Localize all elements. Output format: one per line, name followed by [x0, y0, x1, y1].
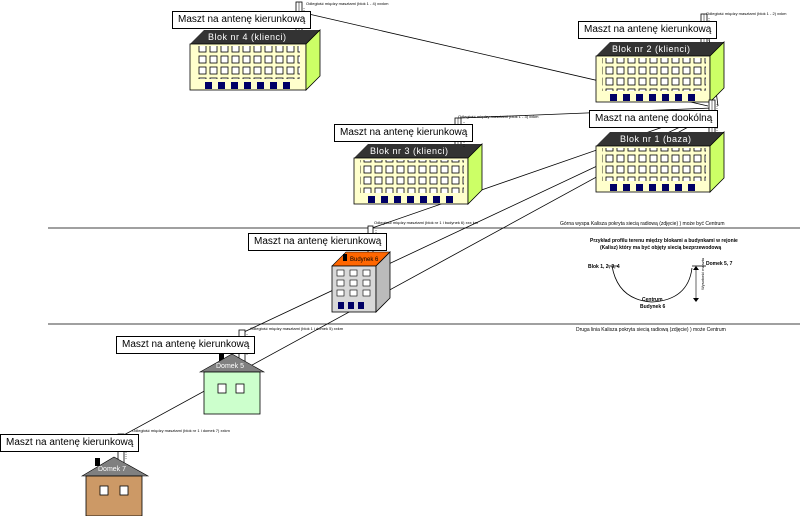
block-4	[189, 1, 321, 91]
house-7	[80, 433, 150, 516]
block-3	[353, 117, 483, 205]
profile-height-label: Wysokość masztu	[700, 257, 705, 290]
building-6	[331, 225, 391, 313]
block-1	[595, 99, 725, 193]
mast-label-house-5: Maszt na antenę kierunkową	[116, 336, 256, 354]
profile-bottom-label: Budynek 6	[640, 304, 666, 310]
upper-area-note: Górna wyspa Kalisza pokryta siecią radio…	[560, 221, 725, 227]
mast-label-block-3: Maszt na antenę kierunkową	[334, 124, 474, 142]
link-b6-b1	[371, 109, 713, 229]
building-6-name: Budynek 6	[350, 257, 379, 263]
distance-label-6: Odległość między masztami (blok nr 1 i b…	[374, 220, 479, 225]
profile-center-label: Centrum	[642, 297, 663, 303]
block-4-name: Blok nr 4 (klienci)	[208, 32, 287, 42]
distance-label-7: Odległość między masztami (blok nr 1 i d…	[132, 428, 230, 433]
block-1-name: Blok nr 1 (baza)	[620, 134, 692, 144]
profile-left-label: Blok 1, 2, 3, 4	[588, 264, 620, 270]
mast-label-block-1: Maszt na antenę dookólną	[589, 110, 719, 128]
profile-right-label: Domek 5, 7	[706, 261, 733, 267]
profile-title-line-2: (Kalisz) który ma być objęty siecią bezp…	[600, 245, 722, 251]
mast-label-building-6: Maszt na antenę kierunkową	[248, 233, 388, 251]
terrain-profile	[608, 265, 706, 303]
mast-label-block-4: Maszt na antenę kierunkową	[172, 11, 312, 29]
block-2-name: Blok nr 2 (klienci)	[612, 44, 691, 54]
link-b3-b1	[459, 107, 713, 119]
lower-area-note: Druga linia Kalisza pokryta siecią radio…	[576, 327, 726, 333]
distance-label-4: Odległość między masztami (blok 1 - 4) x…	[306, 1, 389, 6]
house-5-name: Domek 5	[216, 363, 245, 370]
distance-label-2: Odległość między masztami (blok 1 - 2) x…	[706, 11, 787, 16]
block-2	[595, 13, 725, 103]
block-3-name: Blok nr 3 (klienci)	[370, 146, 449, 156]
mast-label-house-7: Maszt na antenę kierunkową	[0, 434, 140, 452]
profile-title-line-1: Przykład profilu terenu między blokami a…	[590, 238, 738, 244]
distance-label-5: Odległość między masztami (blok 1 i dome…	[250, 326, 344, 331]
house-7-name: Domek 7	[98, 466, 127, 473]
mast-label-block-2: Maszt na antenę kierunkową	[578, 21, 718, 39]
distance-label-3: Odległość między masztami (blok 1 - 3) x…	[458, 114, 539, 119]
